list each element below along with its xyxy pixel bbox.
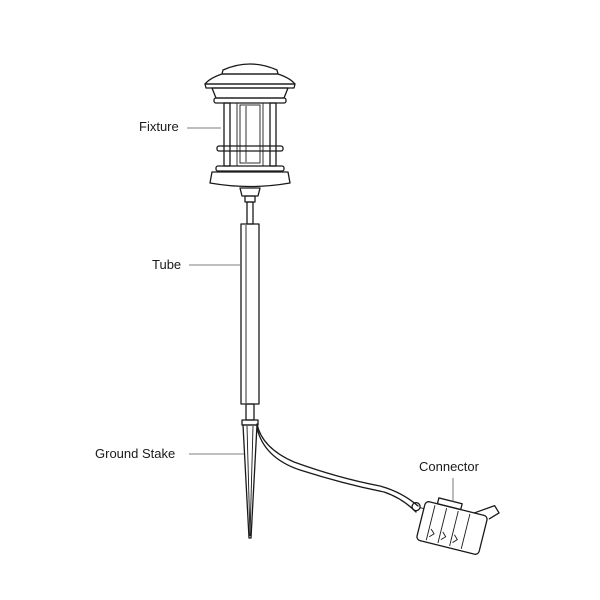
- stake-spike: [242, 424, 258, 539]
- connector-divider-3: [449, 510, 459, 547]
- tube-body: [240, 223, 260, 405]
- fixture-post-right: [269, 102, 277, 167]
- fixture-roof: [204, 73, 296, 85]
- connector-cap: [436, 497, 463, 511]
- rod-shaft: [246, 201, 254, 225]
- fixture-lower-ring: [215, 165, 285, 172]
- ground-stake-part: [241, 419, 259, 539]
- fixture-roof-rim: [204, 83, 296, 89]
- connector-body: [416, 501, 488, 555]
- connector-divider-1: [425, 505, 436, 541]
- connector-part: [411, 497, 500, 555]
- tube-part: [240, 223, 260, 421]
- connector-teeth: [428, 528, 458, 543]
- cable-upper: [256, 423, 419, 507]
- connector-screw: [411, 502, 421, 512]
- label-tube: Tube: [152, 257, 182, 272]
- connector-screw-shank: [419, 507, 424, 510]
- connector-clip: [473, 505, 500, 520]
- fixture-lens: [239, 104, 261, 164]
- connector-divider-2: [437, 508, 448, 544]
- fixture-part: [204, 63, 296, 197]
- stake-rib-right: [249, 425, 254, 537]
- fixture-middle-ring: [216, 145, 284, 152]
- fixture-post-left: [223, 102, 231, 167]
- rod-collar: [244, 195, 256, 203]
- fixture-cap: [221, 63, 279, 75]
- label-fixture: Fixture: [139, 119, 179, 134]
- label-ground-stake: Ground Stake: [95, 446, 176, 461]
- fixture-base-bowl: [209, 171, 291, 188]
- stake-rib-left: [246, 425, 251, 537]
- fixture-base-neck: [239, 187, 261, 197]
- label-connector: Connector: [419, 459, 479, 474]
- tube-joint: [245, 403, 255, 421]
- fixture-roof-skirt: [211, 87, 289, 99]
- fixture-upper-ring: [213, 97, 287, 104]
- connector-divider-4: [460, 513, 471, 549]
- cable-part: [256, 423, 419, 513]
- cable-lower: [256, 427, 417, 513]
- rod-part: [244, 195, 256, 225]
- stake-collar: [241, 419, 259, 426]
